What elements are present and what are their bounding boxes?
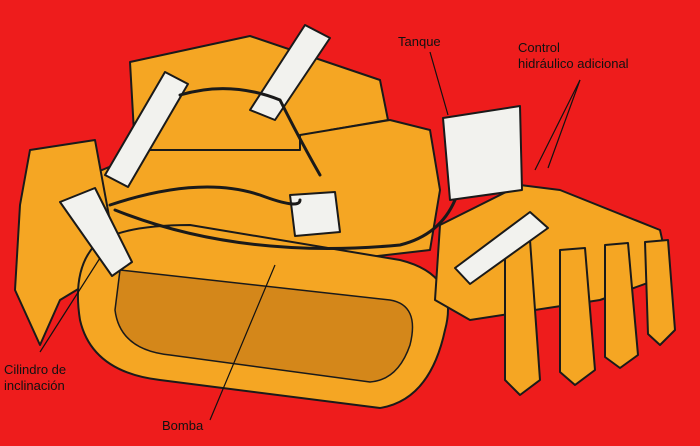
hose-lower bbox=[113, 198, 457, 250]
hose-upper bbox=[178, 87, 322, 177]
ripper-shank-3 bbox=[604, 242, 639, 369]
label-tanque: Tanque bbox=[398, 34, 441, 49]
label-cilindro-line2: inclinación bbox=[4, 378, 65, 393]
pump bbox=[289, 191, 341, 237]
label-control-line2: hidráulico adicional bbox=[518, 56, 629, 71]
label-cilindro-line1: Cilindro de bbox=[4, 362, 67, 377]
hose-front bbox=[108, 185, 302, 207]
ripper-shank-2 bbox=[559, 247, 596, 386]
tilt-cylinder bbox=[59, 187, 133, 277]
lift-cylinder-left bbox=[104, 71, 189, 188]
leader-tanque bbox=[429, 51, 449, 116]
track-inner bbox=[114, 269, 414, 383]
leader-bomba bbox=[209, 264, 276, 421]
leader-control-a bbox=[534, 79, 581, 171]
hydraulic-tank bbox=[442, 105, 523, 201]
label-bomba: Bomba bbox=[162, 418, 204, 433]
ripper-cylinder bbox=[454, 211, 549, 285]
leader-control-b bbox=[547, 79, 581, 169]
ripper-shank-4 bbox=[644, 239, 676, 346]
leader-cilindro bbox=[39, 257, 101, 353]
ripper-frame bbox=[434, 184, 671, 321]
label-control-line1: Control bbox=[518, 40, 560, 55]
